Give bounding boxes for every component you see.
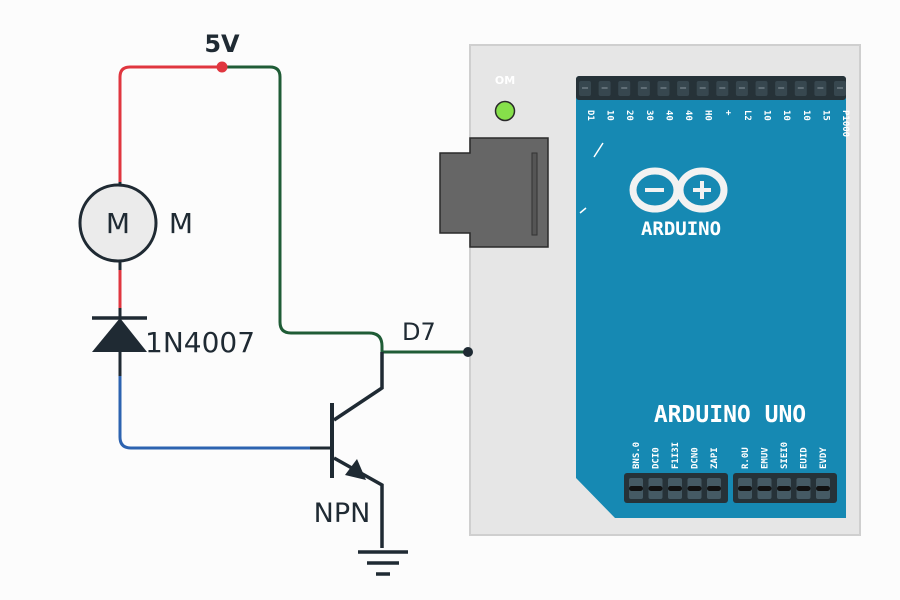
wire-5v-to-collector <box>222 65 384 352</box>
arduino-logo-icon <box>629 167 728 213</box>
pin-hole <box>777 486 791 491</box>
header-pin-label: F1I3I <box>671 442 681 469</box>
board-model-text: ARDUINO UNO <box>654 402 806 428</box>
header-pin-label: R.0U <box>741 447 751 469</box>
header-pin-label: P1000 <box>840 110 850 137</box>
junction-d7-terminal <box>463 347 473 357</box>
pin-hole <box>629 486 643 491</box>
pin-hole <box>668 486 682 491</box>
diode-icon <box>92 308 147 376</box>
header-pin-label: 10 <box>781 110 791 121</box>
pin-hole <box>796 486 811 491</box>
header-pin-label: 10 <box>762 110 772 121</box>
usb-connector <box>439 137 549 248</box>
pin-hole <box>738 486 752 491</box>
signal-pin-label: D7 <box>402 318 436 346</box>
diode-label: 1N4007 <box>145 326 255 359</box>
header-pin-label: + <box>722 110 732 116</box>
header-pin-label: D1 <box>585 110 595 121</box>
header-pin-label: ZAPI <box>710 447 720 469</box>
motor-symbol: M <box>106 207 130 240</box>
wire-diode-to-base <box>118 375 310 450</box>
header-pin-label: EVDY <box>819 447 829 469</box>
header-pin-label: 10 <box>605 110 615 121</box>
npn-transistor-icon <box>310 352 384 548</box>
supply-label: 5V <box>204 30 240 58</box>
top-header-pins <box>579 81 846 96</box>
pcb-area <box>576 76 846 518</box>
arduino-board: OM D1 10 20 30 40 40 H0 + L2 10 10 10 15 P1000 ARDUIN… <box>439 44 861 536</box>
motor-label: M <box>169 207 193 240</box>
header-pin-label: 30 <box>644 110 654 121</box>
pin-hole <box>648 486 663 491</box>
header-pin-label: 20 <box>624 110 634 121</box>
wires <box>118 61 473 450</box>
header-pin-label: 40 <box>683 110 693 121</box>
transistor-label: NPN <box>314 498 371 529</box>
bottom-header-pins <box>629 478 830 499</box>
pin-hole <box>707 486 721 491</box>
motor: M <box>78 182 158 270</box>
header-pin-label: DCN0 <box>691 447 701 469</box>
power-led-label: OM <box>495 74 515 87</box>
pin-hole <box>757 486 772 491</box>
header-pin-label: BNS.0 <box>632 442 642 469</box>
power-led-icon <box>494 100 516 122</box>
junction-5v <box>216 61 228 73</box>
top-header-labels: D1 10 20 30 40 40 H0 + L2 10 10 10 15 P1000 <box>585 110 850 137</box>
header-pin-label: 40 <box>663 110 673 121</box>
bottom-header-labels: BNS.0 DCI0 F1I3I DCN0 ZAPI R.0U EMUV SIEI0 EUID E… <box>632 442 829 469</box>
wire-5v-to-motor <box>118 65 222 190</box>
header-pin-label: 10 <box>801 110 811 121</box>
pin-hole <box>687 486 702 491</box>
pcb-trace <box>593 142 604 158</box>
header-pin-label: EUID <box>800 447 810 469</box>
header-pin-label: H0 <box>703 110 713 121</box>
header-pin-label: 15 <box>820 110 830 121</box>
header-pin-label: DCI0 <box>652 447 662 469</box>
pin-hole <box>816 486 830 491</box>
motor-icon <box>78 183 158 263</box>
header-pin-label: EMUV <box>761 447 771 469</box>
header-pin-label: L2 <box>742 110 752 121</box>
header-pin-label: SIEI0 <box>780 442 790 469</box>
arduino-logo-text: ARDUINO <box>641 218 721 240</box>
pcb-trace <box>579 207 587 214</box>
ground-icon <box>358 550 408 576</box>
